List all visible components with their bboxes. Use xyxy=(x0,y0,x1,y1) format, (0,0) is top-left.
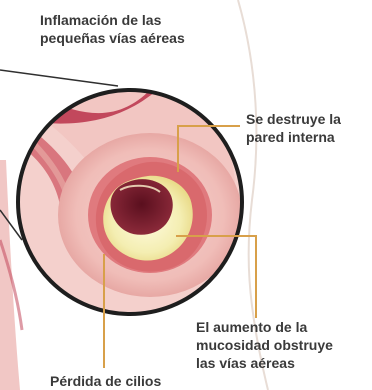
label-mucus: El aumento de la mucosidad obstruye las … xyxy=(196,318,372,372)
leader-inflammation xyxy=(0,70,118,86)
label-inflammation: Inflamación de las pequeñas vías aéreas xyxy=(40,11,260,47)
label-cilia: Pérdida de cilios xyxy=(50,372,210,390)
airway-lumen xyxy=(111,179,173,235)
label-inner-wall: Se destruye la pared interna xyxy=(246,110,372,146)
